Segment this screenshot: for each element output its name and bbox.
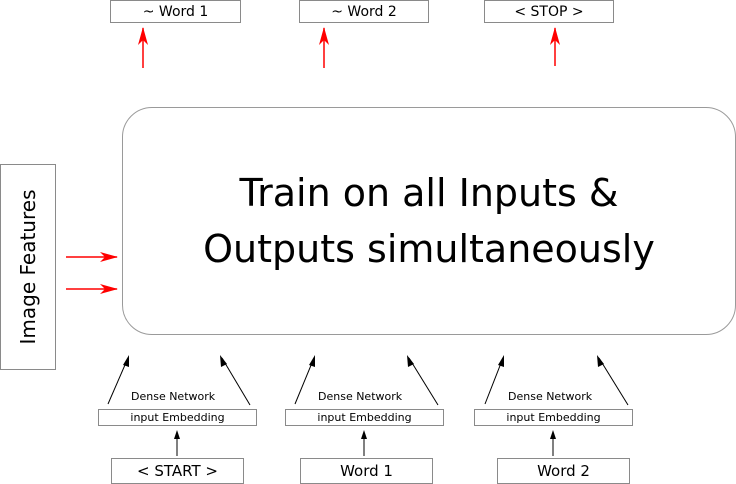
output-word-1-box: ~ Word 1: [110, 0, 241, 23]
main-text-line-1: Train on all Inputs &: [239, 171, 619, 215]
input-arrow: [484, 355, 504, 405]
dense-network-label: Dense Network: [508, 390, 593, 403]
input-arrow: [220, 355, 251, 406]
image-features-box: Image Features: [0, 164, 56, 370]
input-arrow: [107, 355, 129, 405]
input-embedding-box: input Embedding: [98, 409, 257, 426]
input-embedding-box: input Embedding: [474, 409, 633, 426]
main-text-line-2: Outputs simultaneously: [203, 227, 655, 271]
input-arrow: [361, 430, 367, 456]
image-features-label: Image Features: [16, 189, 40, 345]
dense-network-label: Dense Network: [318, 390, 403, 403]
input-arrow: [174, 430, 180, 456]
input-arrow: [294, 355, 315, 405]
input-word-1-box: Word 1: [300, 458, 433, 484]
input-arrow: [407, 355, 439, 406]
dense-network-label: Dense Network: [131, 390, 216, 403]
input-word-2-box: Word 2: [497, 458, 630, 484]
input-start-box: < START >: [111, 458, 244, 484]
output-word-2-box: ~ Word 2: [299, 0, 429, 23]
image-feature-arrow: [66, 252, 118, 262]
main-training-box: Train on all Inputs & Outputs simultaneo…: [122, 107, 736, 335]
input-embedding-box: input Embedding: [285, 409, 444, 426]
image-feature-arrow: [66, 284, 118, 294]
input-arrow: [597, 355, 629, 406]
output-arrow: [319, 27, 329, 68]
output-arrow: [138, 27, 148, 68]
output-stop-box: < STOP >: [484, 0, 614, 23]
output-arrow: [550, 27, 560, 66]
input-arrow: [550, 430, 556, 456]
